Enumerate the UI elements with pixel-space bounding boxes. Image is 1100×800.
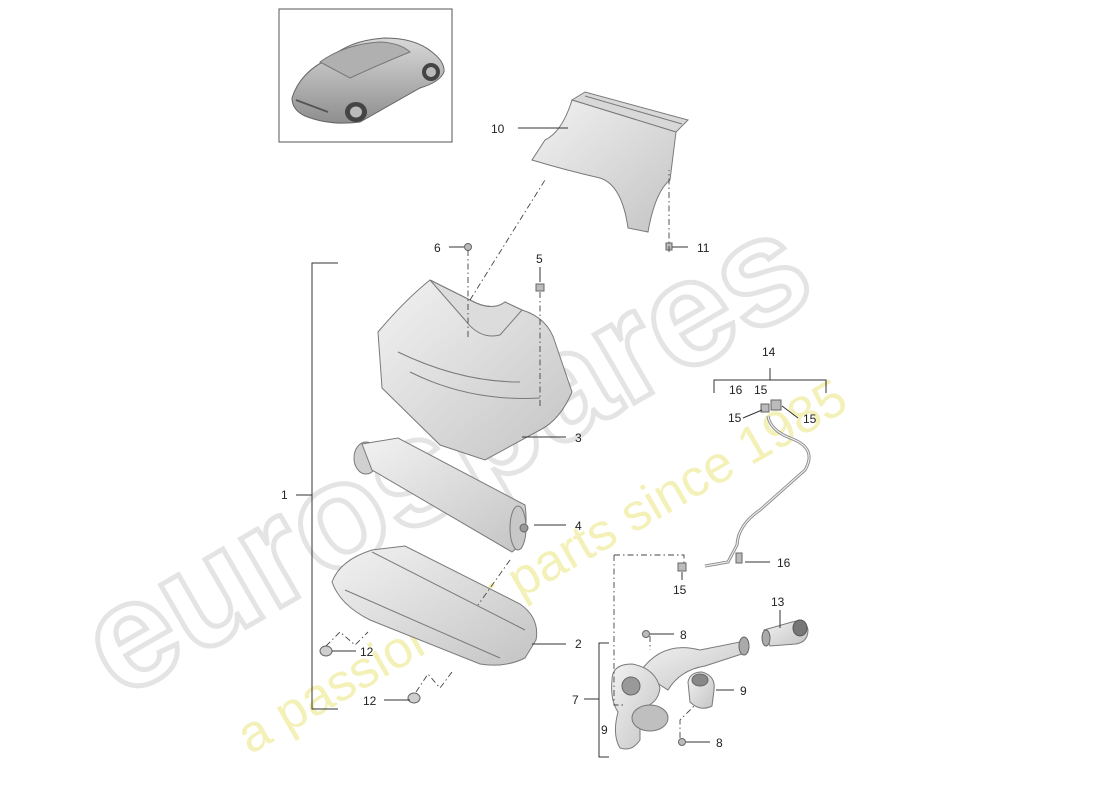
callout-7: 7: [572, 693, 579, 707]
callout-9-left: 9: [601, 723, 608, 737]
car-image: [291, 37, 445, 124]
callout-3: 3: [575, 431, 582, 445]
part-grommet-12b: [407, 692, 421, 704]
part-filter-element: [353, 437, 529, 553]
part-nut-5: [535, 283, 545, 292]
part-air-intake-duct: [531, 91, 689, 233]
callout-12-upper: 12: [360, 645, 374, 659]
callout-12-lower: 12: [363, 694, 377, 708]
part-housing-cover: [377, 279, 573, 461]
part-housing-lower: [331, 545, 538, 666]
leader-lines: [332, 127, 799, 743]
callout-16-right: 16: [777, 556, 791, 570]
part-air-pump: [611, 636, 750, 750]
callout-9-right: 9: [740, 684, 747, 698]
callout-labels: 1 2 3 4 5 6 7 8 8 9 9 10 11 12 12 13 14 …: [281, 122, 817, 750]
part-hose-line: [677, 399, 811, 572]
callout-4: 4: [575, 519, 582, 533]
part-hose-elbow: [761, 619, 809, 647]
callout-10: 10: [491, 122, 505, 136]
callout-11: 11: [697, 241, 710, 255]
callout-15-bottom: 15: [673, 583, 687, 597]
callout-15-top: 15: [754, 383, 768, 397]
callout-14: 14: [762, 345, 776, 359]
callout-8-lower: 8: [716, 736, 723, 750]
part-screw-6: [464, 243, 472, 251]
part-connector-9: [687, 671, 715, 709]
part-bolt-8b: [678, 738, 686, 746]
bracket-group-14: [713, 368, 827, 393]
callout-15-right: 15: [803, 412, 817, 426]
assembly-lines: [325, 170, 696, 738]
part-bolt-8a: [642, 630, 650, 638]
callout-2: 2: [575, 637, 582, 651]
callout-16-top: 16: [729, 383, 743, 397]
callout-13: 13: [771, 595, 785, 609]
callout-6: 6: [434, 241, 441, 255]
callout-15-left: 15: [728, 411, 742, 425]
callout-8-upper: 8: [680, 628, 687, 642]
bracket-group-7: [584, 642, 609, 758]
bracket-group-1: [296, 262, 338, 710]
callout-1: 1: [281, 488, 288, 502]
part-grommet-12a: [319, 645, 333, 657]
callout-5: 5: [536, 252, 543, 266]
vehicle-thumbnail: [278, 8, 453, 143]
